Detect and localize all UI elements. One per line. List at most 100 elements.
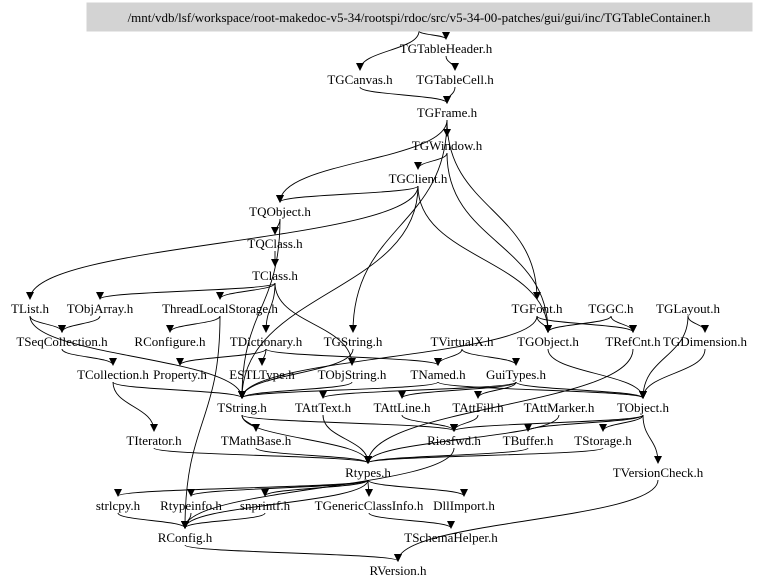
- edge-thread-local-storage-to-rconfig: [181, 315, 221, 529]
- node-label: strlcpy.h: [96, 498, 141, 513]
- node-tcollection[interactable]: TCollection.h: [77, 367, 149, 382]
- node-label: TBuffer.h: [503, 433, 554, 448]
- node-tgstring[interactable]: TGString.h: [324, 334, 383, 349]
- node-tobj-array[interactable]: TObjArray.h: [67, 301, 134, 316]
- edge-root-to-tgcanvas: [356, 30, 420, 71]
- node-tclass[interactable]: TClass.h: [252, 268, 298, 283]
- node-tgcanvas[interactable]: TGCanvas.h: [327, 72, 393, 87]
- edge-titerator-to-rtypes: [153, 447, 372, 464]
- node-label: TGGC.h: [588, 301, 634, 316]
- node-label: Property.h: [153, 367, 207, 382]
- node-label: GuiTypes.h: [486, 367, 547, 382]
- node-tatt-marker[interactable]: TAttMarker.h: [524, 400, 595, 415]
- edge-rtypes-to-tgeneric-class-info: [364, 479, 373, 497]
- node-rconfigure[interactable]: RConfigure.h: [134, 334, 206, 349]
- node-estltype[interactable]: ESTLType.h: [229, 367, 295, 382]
- node-tatt-text[interactable]: TAttText.h: [295, 400, 352, 415]
- node-label: TAttFill.h: [452, 400, 504, 415]
- node-tgfont[interactable]: TGFont.h: [512, 301, 563, 316]
- edge-tclass-to-tobj-array: [96, 282, 276, 300]
- node-tmath-base[interactable]: TMathBase.h: [221, 433, 292, 448]
- node-property[interactable]: Property.h: [153, 367, 207, 382]
- edge-tgobject-to-tobject: [547, 348, 647, 399]
- edge-tgwindow-to-tgclient: [414, 152, 448, 170]
- edge-tclass-to-tdictionary: [262, 282, 276, 333]
- node-tgclient[interactable]: TGClient.h: [389, 171, 448, 186]
- node-label: TGFont.h: [512, 301, 563, 316]
- node-tref-cnt[interactable]: TRefCnt.h: [605, 334, 661, 349]
- edge-snprintf-to-rconfig: [181, 512, 266, 529]
- edge-rconfig-to-rversion: [184, 544, 402, 562]
- node-label: TObjString.h: [318, 367, 387, 382]
- node-label: TRefCnt.h: [605, 334, 661, 349]
- node-tgframe[interactable]: TGFrame.h: [417, 105, 478, 120]
- node-label: TAttLine.h: [373, 400, 431, 415]
- node-tstorage[interactable]: TStorage.h: [574, 433, 632, 448]
- edge-tgframe-to-tqobject: [276, 119, 448, 203]
- node-tgdimension[interactable]: TGDimension.h: [663, 334, 748, 349]
- node-tgobject[interactable]: TGObject.h: [517, 334, 579, 349]
- node-tnamed[interactable]: TNamed.h: [410, 367, 466, 382]
- node-label: TQClass.h: [247, 236, 303, 251]
- edge-tstring-to-riosfwd: [241, 414, 458, 432]
- node-tatt-line[interactable]: TAttLine.h: [373, 400, 431, 415]
- edge-tggc-to-tref-cnt: [610, 315, 637, 333]
- node-snprintf[interactable]: snprintf.h: [240, 498, 291, 513]
- node-label: TGDimension.h: [663, 334, 748, 349]
- node-titerator[interactable]: TIterator.h: [126, 433, 182, 448]
- node-label: Rtypes.h: [345, 465, 391, 480]
- node-strlcpy[interactable]: strlcpy.h: [96, 498, 141, 513]
- node-label: TClass.h: [252, 268, 298, 283]
- node-tversion-check[interactable]: TVersionCheck.h: [613, 465, 704, 480]
- edge-tdictionary-to-tnamed: [265, 348, 442, 366]
- node-rconfig[interactable]: RConfig.h: [158, 530, 213, 545]
- node-tqclass[interactable]: TQClass.h: [247, 236, 303, 251]
- edge-tversion-check-to-rversion: [394, 479, 659, 562]
- node-tgtable-cell[interactable]: TGTableCell.h: [416, 72, 494, 87]
- node-label: TString.h: [217, 400, 267, 415]
- node-tgeneric-class-info[interactable]: TGenericClassInfo.h: [315, 498, 424, 513]
- node-riosfwd[interactable]: Riosfwd.h: [427, 433, 481, 448]
- edge-tstring-to-rtypes: [241, 414, 372, 464]
- root-node[interactable]: /mnt/vdb/lsf/workspace/root-makedoc-v5-3…: [86, 2, 753, 32]
- node-label: TDictionary.h: [230, 334, 303, 349]
- node-tggc[interactable]: TGGC.h: [588, 301, 634, 316]
- edge-tgframe-to-tgfont: [446, 119, 541, 300]
- node-label: TObjArray.h: [67, 301, 134, 316]
- node-label: TGFrame.h: [417, 105, 478, 120]
- node-tschema-helper[interactable]: TSchemaHelper.h: [404, 530, 498, 545]
- edge-gui-types-to-tobject: [515, 381, 647, 399]
- edge-tcollection-to-tstring: [112, 381, 246, 399]
- edge-tggc-to-tgobject: [544, 315, 612, 333]
- node-dll-import[interactable]: DllImport.h: [433, 498, 495, 513]
- node-rversion[interactable]: RVersion.h: [369, 563, 427, 578]
- edge-tgeneric-class-info-to-tschema-helper: [368, 512, 455, 529]
- node-label: TGCanvas.h: [327, 72, 393, 87]
- node-thread-local-storage[interactable]: ThreadLocalStorage.h: [162, 301, 278, 316]
- edge-riosfwd-to-rconfig: [181, 447, 455, 529]
- node-tbuffer[interactable]: TBuffer.h: [503, 433, 554, 448]
- edge-tvirtual-x-to-tnamed: [434, 348, 463, 366]
- node-gui-types[interactable]: GuiTypes.h: [486, 367, 547, 382]
- node-label: RConfigure.h: [134, 334, 206, 349]
- node-tvirtual-x[interactable]: TVirtualX.h: [430, 334, 494, 349]
- edge-tgstring-to-tstring: [238, 348, 354, 399]
- node-tobj-string[interactable]: TObjString.h: [318, 367, 387, 382]
- node-tqobject[interactable]: TQObject.h: [249, 204, 311, 219]
- node-tgwindow[interactable]: TGWindow.h: [412, 138, 483, 153]
- node-tseq-collection[interactable]: TSeqCollection.h: [16, 334, 108, 349]
- node-tobject[interactable]: TObject.h: [617, 400, 670, 415]
- node-tglayout[interactable]: TGLayout.h: [656, 301, 720, 316]
- node-rtypeinfo[interactable]: Rtypeinfo.h: [160, 498, 222, 513]
- node-tatt-fill[interactable]: TAttFill.h: [452, 400, 504, 415]
- node-tgtable-header[interactable]: TGTableHeader.h: [400, 41, 493, 56]
- node-label: TStorage.h: [574, 433, 632, 448]
- edge-gui-types-to-tatt-line: [398, 381, 517, 399]
- edge-tcollection-to-titerator: [112, 381, 158, 432]
- node-tlist[interactable]: TList.h: [11, 301, 49, 316]
- node-label: DllImport.h: [433, 498, 495, 513]
- node-tstring[interactable]: TString.h: [217, 400, 267, 415]
- edge-tgwindow-to-tgobject: [446, 152, 552, 333]
- node-rtypes[interactable]: Rtypes.h: [345, 465, 391, 480]
- node-tdictionary[interactable]: TDictionary.h: [230, 334, 303, 349]
